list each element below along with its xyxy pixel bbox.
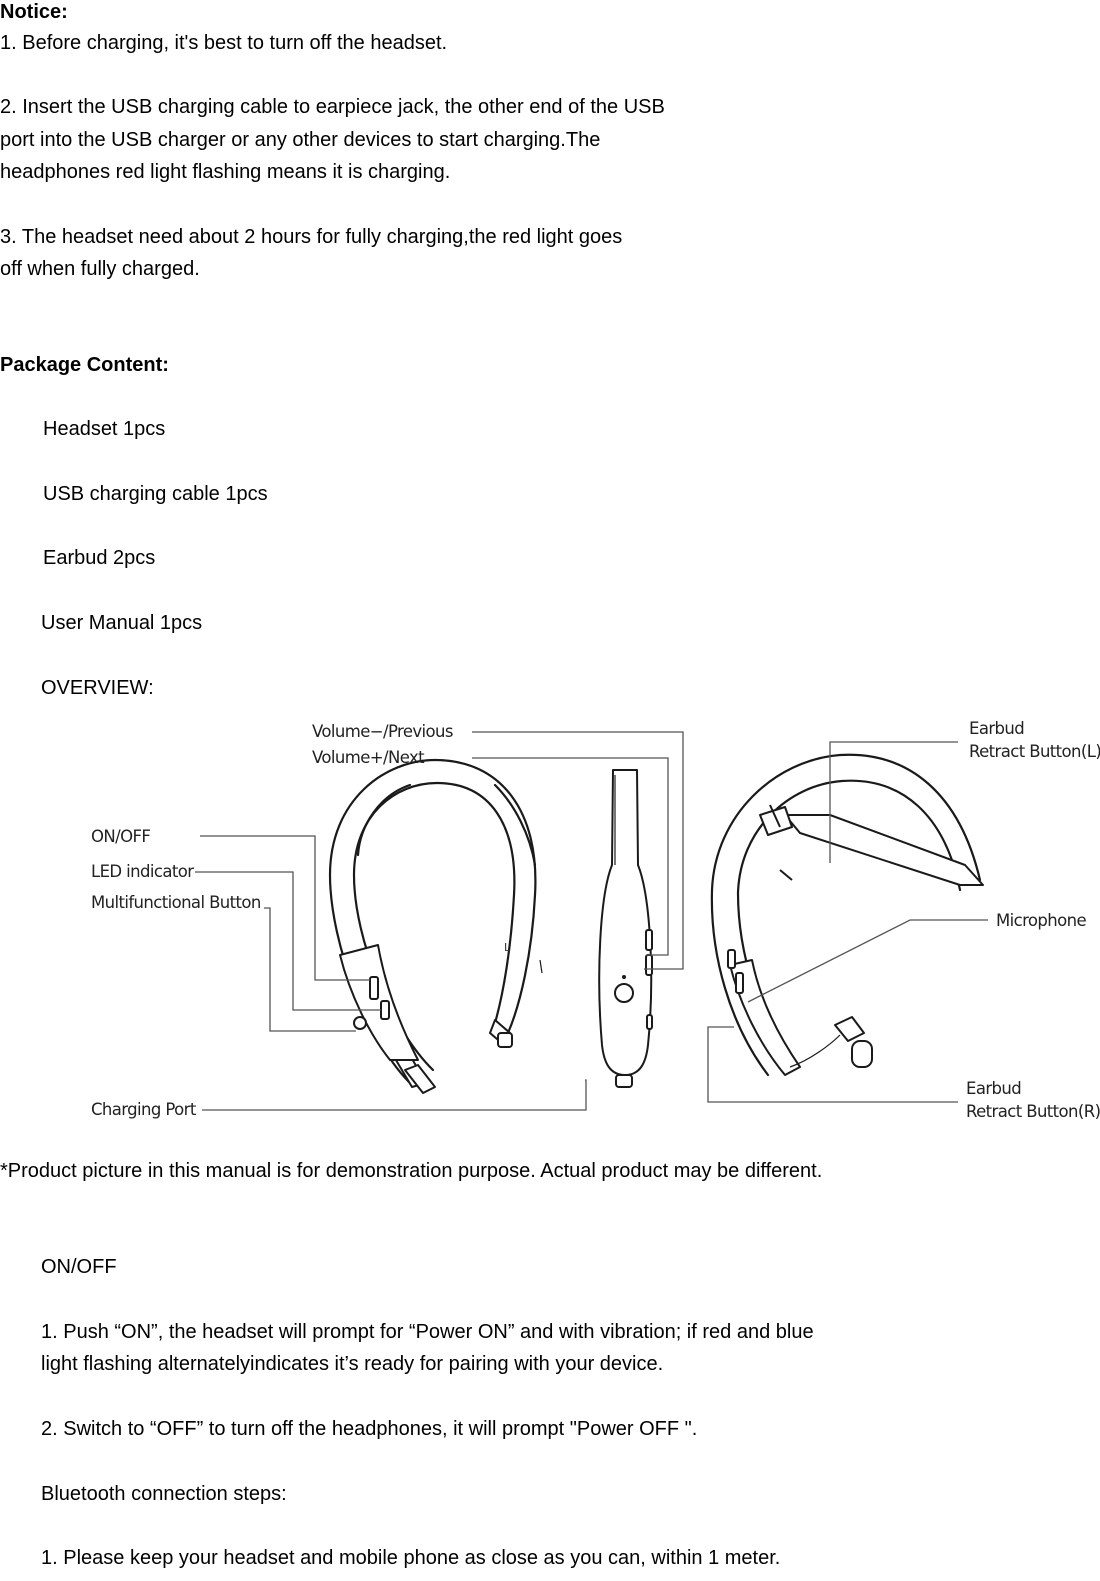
label-multifunctional-button: Multifunctional Button: [91, 893, 261, 912]
leader-lines: [195, 731, 988, 1111]
notice-step-2-line-1: 2. Insert the USB charging cable to earp…: [0, 96, 665, 118]
label-earbud-retract-r-1: Earbud: [966, 1079, 1021, 1098]
label-charging-port: Charging Port: [91, 1100, 197, 1119]
notice-heading: Notice:: [0, 1, 68, 23]
notice-step-3-line-1: 3. The headset need about 2 hours for fu…: [0, 226, 623, 248]
headset-side-drawing: [598, 769, 653, 1088]
package-item-headset: Headset 1pcs: [43, 418, 166, 440]
package-item-usb-cable: USB charging cable 1pcs: [43, 483, 268, 505]
package-item-earbud: Earbud 2pcs: [43, 547, 156, 569]
bluetooth-step-1: 1. Please keep your headset and mobile p…: [41, 1547, 781, 1569]
label-earbud-retract-l-2: Retract Button(L): [969, 742, 1100, 761]
headset-right-drawing: [710, 753, 984, 1077]
onoff-step-1-line-2: light flashing alternatelyindicates it’s…: [41, 1353, 664, 1375]
onoff-step-1-line-1: 1. Push “ON”, the headset will prompt fo…: [41, 1321, 814, 1343]
onoff-heading: ON/OFF: [41, 1256, 117, 1278]
label-earbud-retract-l-1: Earbud: [969, 719, 1024, 738]
notice-step-1: 1. Before charging, it's best to turn of…: [0, 32, 448, 54]
headset-left-drawing: L: [328, 758, 543, 1094]
product-disclaimer: *Product picture in this manual is for d…: [0, 1160, 823, 1182]
bluetooth-heading: Bluetooth connection steps:: [41, 1483, 287, 1505]
label-led-indicator: LED indicator: [91, 862, 194, 881]
label-volume-plus: Volume+/Next: [312, 748, 425, 767]
onoff-step-2: 2. Switch to “OFF” to turn off the headp…: [41, 1418, 698, 1440]
package-heading: Package Content:: [0, 354, 169, 376]
label-volume-minus: Volume−/Previous: [312, 722, 453, 741]
headset-overview-diagram: L Volume−/P: [40, 715, 1100, 1135]
overview-heading: OVERVIEW:: [41, 677, 154, 699]
notice-step-2-line-2: port into the USB charger or any other d…: [0, 129, 601, 151]
label-microphone: Microphone: [996, 911, 1086, 930]
package-item-user-manual: User Manual 1pcs: [41, 612, 203, 634]
notice-step-3-line-2: off when fully charged.: [0, 258, 200, 280]
notice-step-2-line-3: headphones red light flashing means it i…: [0, 161, 451, 183]
label-on-off: ON/OFF: [91, 827, 150, 846]
label-earbud-retract-r-2: Retract Button(R): [966, 1102, 1100, 1121]
svg-text:L: L: [504, 941, 511, 954]
